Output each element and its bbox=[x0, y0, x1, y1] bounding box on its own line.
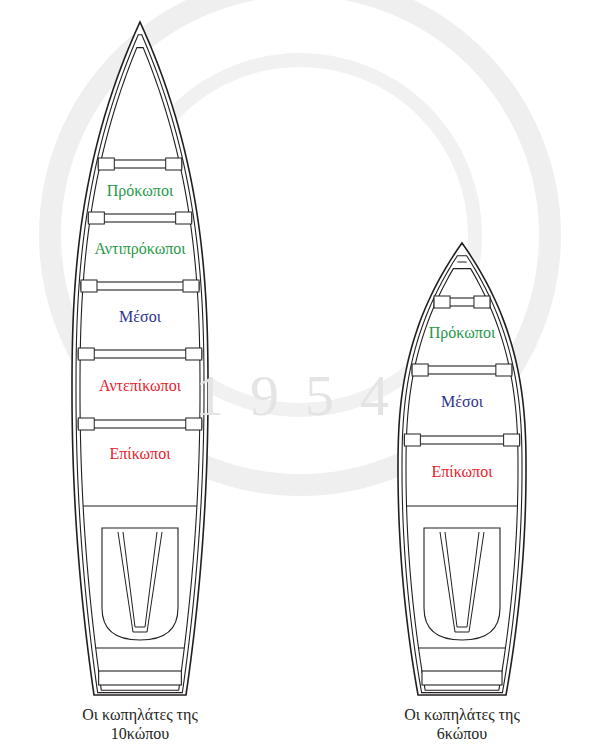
rower-position-label: Αντεπίκωποι bbox=[99, 377, 181, 395]
transom bbox=[422, 671, 502, 685]
thwart-knee bbox=[404, 434, 420, 446]
thwart-knee bbox=[98, 158, 114, 170]
seat-edge bbox=[419, 647, 506, 648]
seat-edge bbox=[96, 647, 185, 648]
deck-line bbox=[457, 262, 466, 263]
thwart-knee bbox=[81, 280, 97, 292]
hull-outline bbox=[406, 269, 518, 691]
thwart bbox=[81, 282, 199, 290]
hull-outline bbox=[76, 35, 204, 693]
thwart-knee bbox=[496, 364, 512, 376]
rower-position-label: Επίκωποι bbox=[110, 445, 171, 463]
stern-seat bbox=[102, 528, 178, 640]
rower-position-label: Πρόκωποι bbox=[107, 182, 173, 200]
thwart-knee bbox=[176, 212, 192, 224]
stern-v bbox=[445, 532, 479, 627]
seat-edge bbox=[83, 505, 197, 506]
watermark-year: 1954 bbox=[195, 362, 415, 429]
rower-position-label: Αντιπρόκωποι bbox=[94, 240, 185, 258]
stern-v bbox=[440, 532, 484, 632]
rower-position-label: Επίκωποι bbox=[432, 463, 493, 481]
thwart-knee bbox=[78, 348, 94, 360]
thwart-knee bbox=[78, 418, 94, 430]
figure-caption: Οι κωπηλάτες της 6κώπου bbox=[403, 705, 521, 743]
figure-caption: Οι κωπηλάτες της 10κώπου bbox=[81, 705, 199, 743]
stern-seat bbox=[424, 528, 500, 640]
seat-edge bbox=[407, 505, 518, 506]
boat bbox=[72, 22, 208, 695]
boat bbox=[398, 243, 526, 695]
hull-outline bbox=[398, 243, 526, 695]
thwart-knee bbox=[186, 348, 202, 360]
thwart bbox=[78, 350, 202, 358]
thwart bbox=[404, 436, 519, 444]
hull-outline bbox=[80, 48, 200, 691]
thwart-knee bbox=[88, 212, 104, 224]
hull-outline bbox=[72, 22, 208, 695]
thwart-knee bbox=[504, 434, 520, 446]
stern-v bbox=[123, 532, 157, 627]
transom bbox=[99, 671, 182, 685]
thwart-knee bbox=[434, 296, 450, 308]
stern-v bbox=[118, 532, 162, 632]
rower-position-label: Πρόκωποι bbox=[429, 324, 495, 342]
rower-position-label: Μέσοι bbox=[441, 393, 483, 411]
hull-outline bbox=[402, 256, 522, 693]
thwart-knee bbox=[183, 280, 199, 292]
rower-position-label: Μέσοι bbox=[119, 308, 161, 326]
thwart bbox=[78, 420, 202, 428]
thwart-knee bbox=[166, 158, 182, 170]
thwart-knee bbox=[474, 296, 490, 308]
boats bbox=[72, 22, 526, 695]
